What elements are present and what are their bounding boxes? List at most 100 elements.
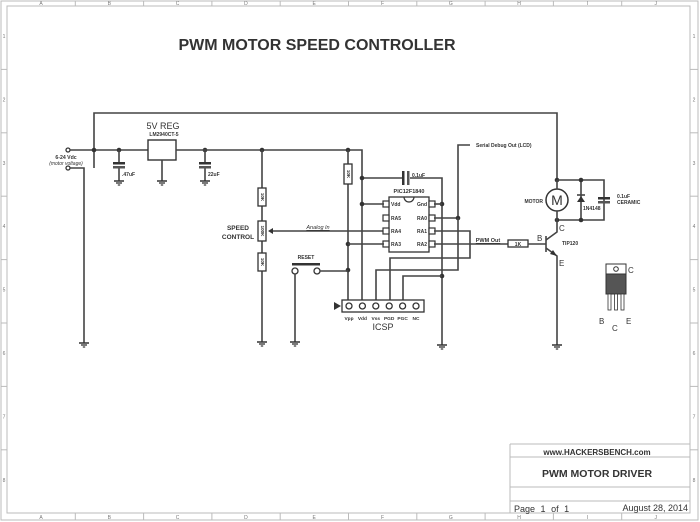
mcu-pin-label-ra3: RA3 — [391, 242, 401, 248]
ground-icon — [157, 180, 167, 186]
row-label: 8 — [693, 478, 696, 484]
output-capacitor: 22uF — [199, 147, 220, 181]
icsp-pin — [412, 302, 420, 310]
ground-icon — [200, 180, 210, 186]
package-pin-e: E — [626, 317, 631, 326]
column-label: E — [313, 515, 317, 521]
debug-label: Serial Debug Out (LCD) — [476, 143, 532, 149]
row-label: 2 — [3, 97, 6, 103]
icsp-pin-label-vss: Vss — [372, 316, 381, 322]
row-label: 7 — [3, 414, 6, 420]
ground-icon — [114, 180, 124, 186]
column-label: D — [244, 515, 248, 521]
column-label: J — [654, 515, 657, 521]
page-title: PWM MOTOR SPEED CONTROLLER — [178, 37, 455, 54]
motor-label: MOTOR — [524, 199, 543, 205]
motor-supply-rail — [93, 112, 558, 180]
pot-value: 100K — [260, 226, 265, 238]
analog-in-label: Analog In — [305, 225, 329, 231]
icsp-pin-label-vdd: Vdd — [358, 316, 367, 322]
decoupling-capacitor: 0.1uF — [359, 171, 443, 345]
transistor-pin-c: C — [559, 224, 565, 233]
input-capacitor: .47uF — [113, 147, 135, 181]
regulator-part: LM2940CT-5 — [149, 132, 178, 138]
row-label: 6 — [693, 351, 696, 357]
mcu-pin — [382, 214, 390, 222]
mcu-pin-label-ra5: RA5 — [391, 216, 401, 222]
cap-in-value: .47uF — [122, 172, 135, 178]
package-pin-tab: C — [628, 266, 634, 275]
row-label: 8 — [3, 478, 6, 484]
column-label: E — [313, 1, 317, 7]
ground-icon — [290, 341, 300, 347]
icsp-pin-label-nc: NC — [413, 316, 420, 322]
r-top-value: 10K — [260, 193, 265, 202]
column-label: F — [381, 515, 384, 521]
icsp-pin-label-pgc: PGC — [397, 316, 408, 322]
pin1-marker-icon — [334, 302, 341, 310]
package-pin-c: C — [612, 324, 618, 333]
page-of: of — [551, 504, 559, 514]
mcu-pin — [382, 227, 390, 235]
row-label: 4 — [693, 224, 696, 230]
column-label: J — [654, 1, 657, 7]
ground-icon — [437, 344, 447, 350]
row-label: 7 — [693, 414, 696, 420]
drawing-date: August 28, 2014 — [622, 503, 688, 513]
cap-out-value: 22uF — [208, 172, 220, 178]
icsp-pin — [398, 302, 407, 310]
mcu-part: PIC12F1840 — [394, 189, 425, 195]
wiper-arrow-icon — [268, 228, 273, 234]
row-label: 1 — [693, 34, 696, 40]
transistor-part: TIP120 — [562, 241, 578, 247]
column-label: H — [517, 1, 521, 7]
reset-label: RESET — [298, 255, 315, 261]
icsp-pin — [372, 302, 380, 310]
drawing-name: PWM MOTOR DRIVER — [542, 468, 652, 480]
column-label: F — [381, 1, 384, 7]
column-label: G — [449, 515, 453, 521]
column-label: D — [244, 1, 248, 7]
mcu-pin-label-ra2: RA2 — [417, 242, 427, 248]
to220-package-icon: C B C E — [599, 263, 634, 333]
column-label: A — [39, 515, 43, 521]
icsp-pin — [358, 302, 367, 310]
motor-driver: M MOTOR 1N4148 0.1uF CERAMIC 1K B C E TI… — [507, 177, 641, 345]
ground-icon — [79, 342, 89, 348]
row-label: 2 — [693, 97, 696, 103]
base-resistor-value: 1K — [515, 242, 522, 248]
icsp-label: ICSP — [372, 322, 393, 332]
diode-icon — [577, 196, 585, 202]
row-label: 5 — [3, 288, 6, 294]
snubber-value: 0.1uF — [617, 194, 630, 200]
transistor-pin-e: E — [559, 259, 564, 268]
column-label: C — [176, 515, 180, 521]
reset-button[interactable]: RESET — [291, 255, 348, 342]
column-label: I — [587, 515, 588, 521]
icsp-pin — [345, 302, 353, 310]
potentiometer[interactable] — [257, 220, 267, 242]
column-label: H — [517, 515, 521, 521]
row-label: 3 — [693, 161, 696, 167]
speed-control: 10K 100K 10K SPEED CONTROL Analog In — [222, 150, 384, 342]
debug-wire — [434, 144, 470, 219]
mcu-pin-label-gnd: Gnd — [417, 202, 427, 208]
ground-icon — [552, 344, 562, 350]
ground-icon — [257, 341, 267, 347]
row-label: 6 — [3, 351, 6, 357]
package-pin-b: B — [599, 317, 604, 326]
icsp-pin — [385, 302, 393, 310]
voltage-regulator: 5V REG LM2940CT-5 — [146, 121, 180, 181]
ground-return — [70, 167, 85, 343]
mcu-pin-label-vdd: Vdd — [391, 202, 400, 208]
r-bottom-value: 10K — [260, 258, 265, 267]
mcu-pin-label-ra0: RA0 — [417, 216, 427, 222]
icsp-pin-label-pgd: PGD — [384, 316, 395, 322]
speed-control-label-1: SPEED — [227, 225, 249, 232]
transistor-pin-b: B — [537, 234, 542, 243]
website-label: www.HACKERSBENCH.com — [542, 448, 650, 457]
